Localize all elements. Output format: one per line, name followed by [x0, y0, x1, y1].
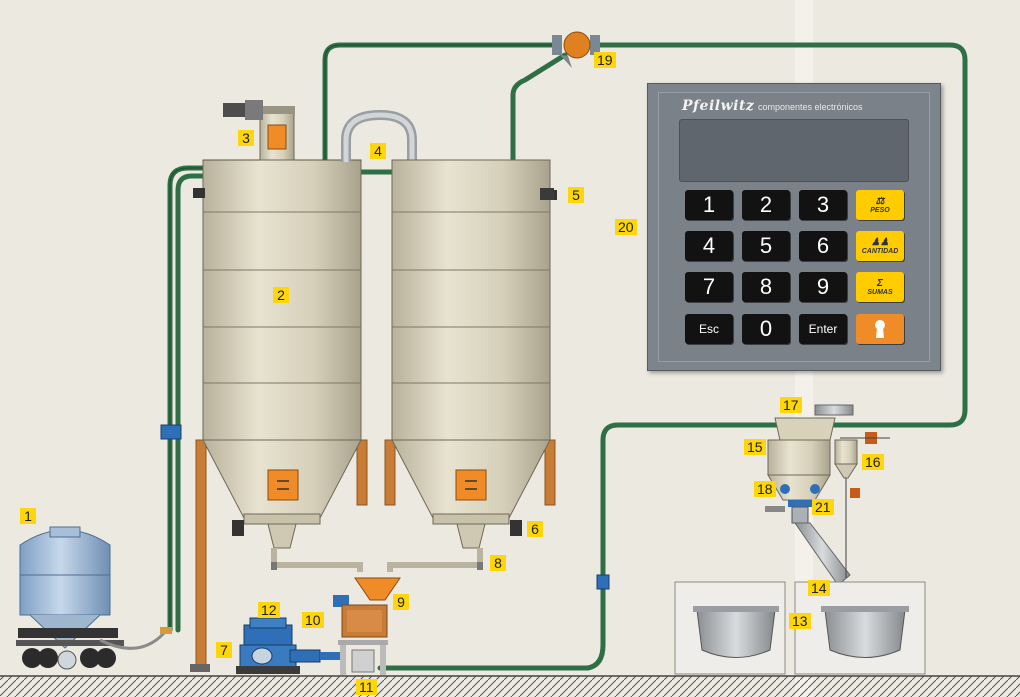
blower — [236, 617, 340, 674]
label-17: 17 — [780, 397, 802, 413]
label-3: 3 — [238, 130, 254, 146]
label-2: 2 — [273, 287, 289, 303]
label-10: 10 — [302, 612, 324, 628]
label-19: 19 — [594, 52, 616, 68]
screw-conveyors — [271, 548, 483, 572]
label-11: 11 — [356, 679, 377, 695]
key-enter[interactable]: Enter — [799, 314, 847, 344]
label-16: 16 — [862, 454, 884, 470]
label-14: 14 — [808, 580, 830, 596]
key-9[interactable]: 9 — [799, 272, 847, 302]
label-8: 8 — [490, 555, 506, 571]
key-cantidad[interactable]: ♟♟ CANTIDAD — [856, 231, 904, 261]
key-0[interactable]: 0 — [742, 314, 790, 344]
scale-icon: ⚖ — [875, 195, 885, 207]
weighing-hopper — [765, 404, 890, 586]
key-1[interactable]: 1 — [685, 190, 733, 220]
brand-subtitle: componentes electrónicos — [758, 102, 863, 112]
label-12: 12 — [258, 602, 280, 618]
label-18: 18 — [754, 481, 776, 497]
tanker-truck — [16, 526, 172, 670]
key-sumas-label: SUMAS — [867, 288, 893, 296]
key-peso-label: PESO — [870, 206, 890, 214]
key-5[interactable]: 5 — [742, 231, 790, 261]
keyhole-icon — [875, 320, 885, 338]
pipe-coupling — [596, 574, 610, 590]
quantity-icon: ♟♟ — [871, 236, 889, 248]
label-20: 20 — [615, 219, 637, 235]
label-21: 21 — [812, 499, 834, 515]
key-esc[interactable]: Esc — [685, 314, 733, 344]
feed-hopper — [354, 577, 401, 601]
key-2[interactable]: 2 — [742, 190, 790, 220]
label-7: 7 — [216, 642, 232, 658]
silo-right — [384, 159, 557, 549]
key-7[interactable]: 7 — [685, 272, 733, 302]
label-9: 9 — [393, 594, 409, 610]
key-sumas[interactable]: Σ SUMAS — [856, 272, 904, 302]
filter-motor — [223, 100, 295, 161]
diverter-valve — [552, 31, 600, 68]
level-sensor — [540, 188, 554, 200]
label-1: 1 — [20, 508, 36, 524]
label-6: 6 — [527, 521, 543, 537]
key-3[interactable]: 3 — [799, 190, 847, 220]
label-15: 15 — [744, 439, 766, 455]
key-cantidad-label: CANTIDAD — [861, 247, 899, 255]
ground — [0, 676, 1020, 697]
pipe-coupling — [160, 424, 182, 440]
weighing-controller-panel: Pfeilwitz componentes electrónicos 1 2 3… — [647, 83, 941, 371]
label-13: 13 — [789, 613, 811, 629]
key-lock[interactable] — [856, 314, 904, 344]
key-4[interactable]: 4 — [685, 231, 733, 261]
label-4: 4 — [370, 143, 386, 159]
receiving-bins — [674, 581, 926, 675]
key-6[interactable]: 6 — [799, 231, 847, 261]
sum-icon: Σ — [877, 277, 883, 289]
rotary-valve-unit — [333, 595, 388, 675]
brand-logo: Pfeilwitz — [682, 98, 755, 114]
lcd-display — [679, 119, 909, 182]
key-peso[interactable]: ⚖ PESO — [856, 190, 904, 220]
key-8[interactable]: 8 — [742, 272, 790, 302]
label-5: 5 — [568, 187, 584, 203]
vent-pipe — [343, 112, 415, 162]
